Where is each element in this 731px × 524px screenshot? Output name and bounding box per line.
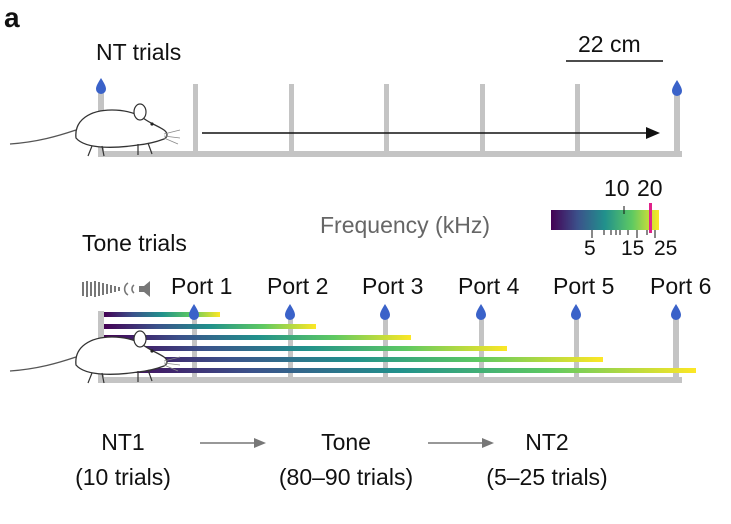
flow-step-nt2-detail: (5–25 trials): [486, 464, 607, 490]
water-drop-icon: [476, 304, 486, 320]
freq-tick-bottom-25: 25: [654, 237, 677, 260]
sweep-bar-port-1: [104, 312, 220, 317]
flow-step-tone: Tone: [321, 429, 371, 455]
track-rail: [98, 151, 682, 157]
freq-tick-top-20: 20: [637, 175, 663, 201]
freq-tick-bottom-15: 15: [621, 237, 644, 260]
arrow-head: [254, 438, 266, 448]
track-rail: [98, 377, 682, 383]
track-post: [480, 84, 485, 157]
frequency-colorbar: [551, 210, 659, 230]
track-post: [193, 84, 198, 157]
port-label-1: Port 1: [171, 273, 232, 299]
water-drop-icon: [96, 78, 106, 94]
flow-step-nt1-detail: (10 trials): [75, 464, 171, 490]
freq-tick-bottom-5: 5: [584, 237, 596, 260]
tone-trials-title: Tone trials: [82, 230, 187, 256]
nt-track: [98, 84, 682, 157]
sweep-bar-port-4: [104, 346, 507, 351]
panel-label: a: [4, 2, 20, 33]
frequency-ticks: [591, 206, 656, 238]
sweep-bar-port-3: [104, 335, 411, 340]
arrow-head: [482, 438, 494, 448]
mouse-icon: [9, 103, 181, 157]
flow-step-nt1: NT1: [101, 429, 144, 455]
track-post: [575, 84, 580, 157]
port-label-3: Port 3: [362, 273, 423, 299]
port-label-2: Port 2: [267, 273, 328, 299]
nt-trials-title: NT trials: [96, 39, 181, 65]
track-post: [384, 84, 389, 157]
sound-wave-icon: [82, 281, 120, 297]
sweep-bar-port-2: [104, 324, 316, 329]
track-post-port-6: [673, 316, 679, 383]
frequency-marker: [649, 203, 652, 233]
water-drop-icon: [285, 304, 295, 320]
flow-step-nt2: NT2: [525, 429, 568, 455]
water-drop-icon: [672, 80, 682, 96]
water-drop-icon: [189, 304, 199, 320]
water-drop-icon: [671, 304, 681, 320]
port-label-5: Port 5: [553, 273, 614, 299]
water-drop-icon: [380, 304, 390, 320]
sweep-bar-port-6: [104, 368, 696, 373]
speaker-icon: [123, 281, 150, 297]
scale-bar-label: 22 cm: [578, 31, 641, 57]
port-label-6: Port 6: [650, 273, 711, 299]
freq-tick-top-10: 10: [604, 175, 630, 201]
arrow-head: [646, 127, 660, 139]
track-post: [289, 84, 294, 157]
track-post-end: [674, 95, 680, 157]
tone-sweeps: [104, 312, 696, 373]
port-label-4: Port 4: [458, 273, 520, 299]
sweep-bar-port-5: [104, 357, 603, 362]
track-post-port-5: [574, 316, 579, 383]
frequency-label: Frequency (kHz): [320, 212, 490, 238]
water-drop-icon: [571, 304, 581, 320]
flow-step-tone-detail: (80–90 trials): [279, 464, 413, 490]
